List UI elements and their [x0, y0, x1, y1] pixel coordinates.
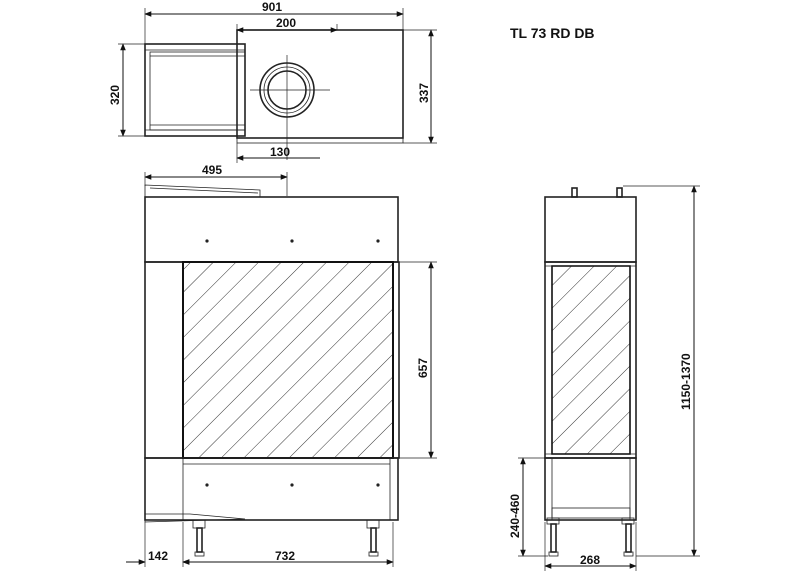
- front-legs: [192, 519, 380, 557]
- front-view: 495 657 142 732: [126, 163, 437, 567]
- model-title: TL 73 RD DB: [510, 25, 595, 41]
- side-glass: [551, 265, 631, 455]
- top-view: 901 200 320 337 130: [108, 0, 437, 163]
- side-legs: [546, 517, 635, 557]
- side-view-base: [544, 457, 637, 521]
- dim-495: 495: [202, 163, 222, 177]
- dim-337: 337: [417, 83, 431, 103]
- side-view-top: [544, 196, 637, 263]
- dim-901: 901: [262, 0, 282, 14]
- dim-240-460: 240-460: [508, 494, 522, 538]
- dim-268: 268: [580, 553, 600, 567]
- front-view-hood: [144, 196, 399, 263]
- dim-320: 320: [108, 85, 122, 105]
- top-view-extension: [144, 43, 246, 137]
- side-view: 1150-1370 240-460 268: [508, 185, 700, 571]
- dim-1150-1370: 1150-1370: [679, 353, 693, 410]
- dim-200: 200: [276, 16, 296, 30]
- top-view-body: [236, 29, 404, 139]
- flue-collar: [250, 55, 330, 160]
- dim-130: 130: [270, 145, 290, 159]
- dim-657: 657: [416, 358, 430, 378]
- dim-142: 142: [148, 549, 168, 563]
- front-view-base: [144, 457, 399, 521]
- front-glass: [182, 261, 394, 459]
- dim-732: 732: [275, 549, 295, 563]
